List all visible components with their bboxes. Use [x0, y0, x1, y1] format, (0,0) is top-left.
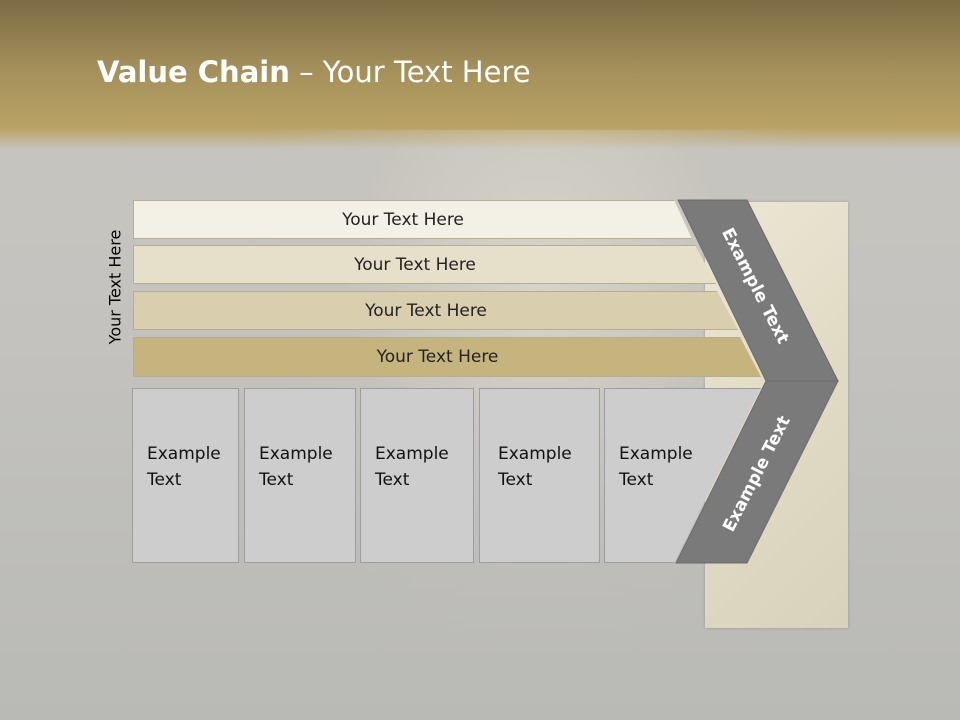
box-5-line1: Example [619, 444, 693, 464]
header-band [0, 0, 960, 150]
title-bold: Value Chain [97, 55, 290, 89]
bar-4-label: Your Text Here [376, 347, 499, 367]
box-1-line2: Text [147, 470, 182, 490]
box-4-line2: Text [498, 470, 533, 490]
bar-2-label: Your Text Here [354, 254, 476, 275]
box-4-line1: Example [498, 444, 572, 464]
box-2-line2: Text [259, 470, 294, 490]
box-2-line1: Example [259, 444, 333, 464]
slide-title: Value Chain – Your Text Here [97, 55, 531, 89]
title-rest: – Your Text Here [289, 55, 531, 89]
box-3-line2: Text [375, 470, 410, 490]
bar-2[interactable]: Your Text Here [133, 245, 716, 284]
arrow-lower[interactable] [675, 380, 839, 564]
bar-3-label: Your Text Here [365, 300, 487, 321]
bar-4[interactable]: Your Text Here [133, 337, 761, 377]
box-1-line1: Example [147, 444, 221, 464]
bar-3[interactable]: Your Text Here [133, 291, 738, 330]
box-3-line1: Example [375, 444, 449, 464]
bar-1[interactable]: Your Text Here [133, 200, 692, 239]
box-5-line2: Text [619, 470, 654, 490]
bar-1-label: Your Text Here [342, 209, 464, 230]
